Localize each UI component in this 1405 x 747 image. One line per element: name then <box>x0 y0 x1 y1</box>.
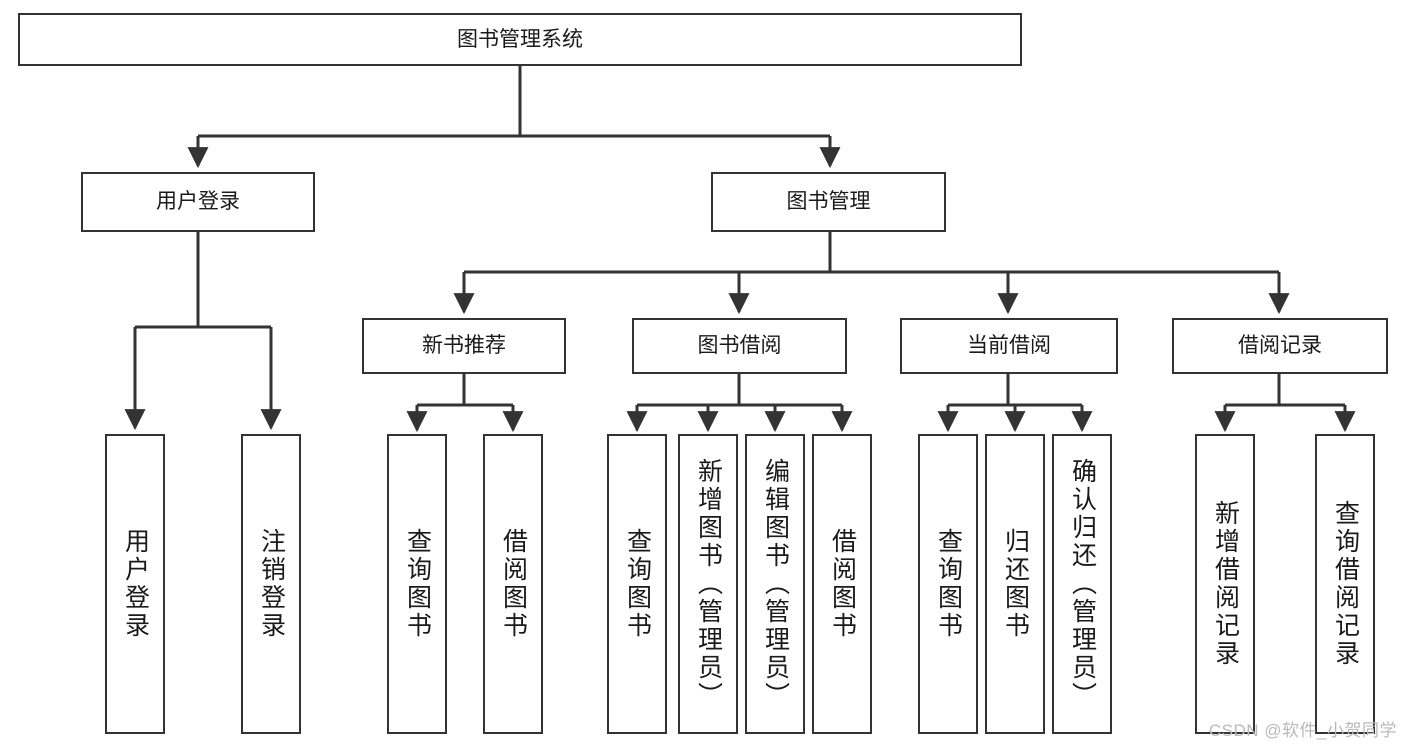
node-root-label: 图书管理系统 <box>457 27 583 51</box>
node-user-login-label: 用户登录 <box>156 190 240 214</box>
node-leaf-query-book-3[interactable]: 查询图书 <box>918 434 978 734</box>
node-leaf-user-login-label: 用户登录 <box>121 528 150 640</box>
node-leaf-borrow-book-1[interactable]: 借阅图书 <box>483 434 543 734</box>
node-leaf-query-book-1-label: 查询图书 <box>403 528 432 640</box>
node-leaf-edit-book-label: 编辑图书（管理员） <box>761 458 790 710</box>
node-new-book-recommend[interactable]: 新书推荐 <box>362 318 566 374</box>
node-new-book-recommend-label: 新书推荐 <box>422 334 506 358</box>
node-current-borrow-label: 当前借阅 <box>967 334 1051 358</box>
node-book-manage[interactable]: 图书管理 <box>711 172 946 232</box>
node-leaf-query-book-2-label: 查询图书 <box>623 528 652 640</box>
node-leaf-add-book[interactable]: 新增图书（管理员） <box>678 434 738 734</box>
node-borrow-record-label: 借阅记录 <box>1238 334 1322 358</box>
node-leaf-query-record[interactable]: 查询借阅记录 <box>1315 434 1375 734</box>
node-leaf-query-book-2[interactable]: 查询图书 <box>607 434 667 734</box>
node-leaf-borrow-book-2-label: 借阅图书 <box>828 528 857 640</box>
node-leaf-return-book-label: 归还图书 <box>1001 528 1030 640</box>
node-leaf-return-book[interactable]: 归还图书 <box>985 434 1045 734</box>
node-book-borrow[interactable]: 图书借阅 <box>632 318 847 374</box>
node-borrow-record[interactable]: 借阅记录 <box>1172 318 1388 374</box>
node-leaf-confirm-return-label: 确认归还（管理员） <box>1068 458 1097 710</box>
node-leaf-logout-login-label: 注销登录 <box>257 528 286 640</box>
node-leaf-borrow-book-2[interactable]: 借阅图书 <box>812 434 872 734</box>
node-leaf-edit-book[interactable]: 编辑图书（管理员） <box>745 434 805 734</box>
node-leaf-add-record[interactable]: 新增借阅记录 <box>1195 434 1255 734</box>
node-user-login[interactable]: 用户登录 <box>81 172 315 232</box>
node-leaf-add-record-label: 新增借阅记录 <box>1211 500 1240 668</box>
csdn-watermark: CSDN @软件_小贺同学 <box>1208 721 1397 740</box>
node-leaf-query-book-3-label: 查询图书 <box>934 528 963 640</box>
node-leaf-user-login[interactable]: 用户登录 <box>105 434 165 734</box>
node-leaf-confirm-return[interactable]: 确认归还（管理员） <box>1052 434 1112 734</box>
node-leaf-query-book-1[interactable]: 查询图书 <box>387 434 447 734</box>
node-leaf-logout-login[interactable]: 注销登录 <box>241 434 301 734</box>
node-leaf-query-record-label: 查询借阅记录 <box>1331 500 1360 668</box>
node-current-borrow[interactable]: 当前借阅 <box>900 318 1118 374</box>
node-leaf-borrow-book-1-label: 借阅图书 <box>499 528 528 640</box>
node-root[interactable]: 图书管理系统 <box>18 13 1022 66</box>
node-book-borrow-label: 图书借阅 <box>697 334 782 358</box>
node-leaf-add-book-label: 新增图书（管理员） <box>694 458 723 710</box>
node-book-manage-label: 图书管理 <box>786 190 871 214</box>
